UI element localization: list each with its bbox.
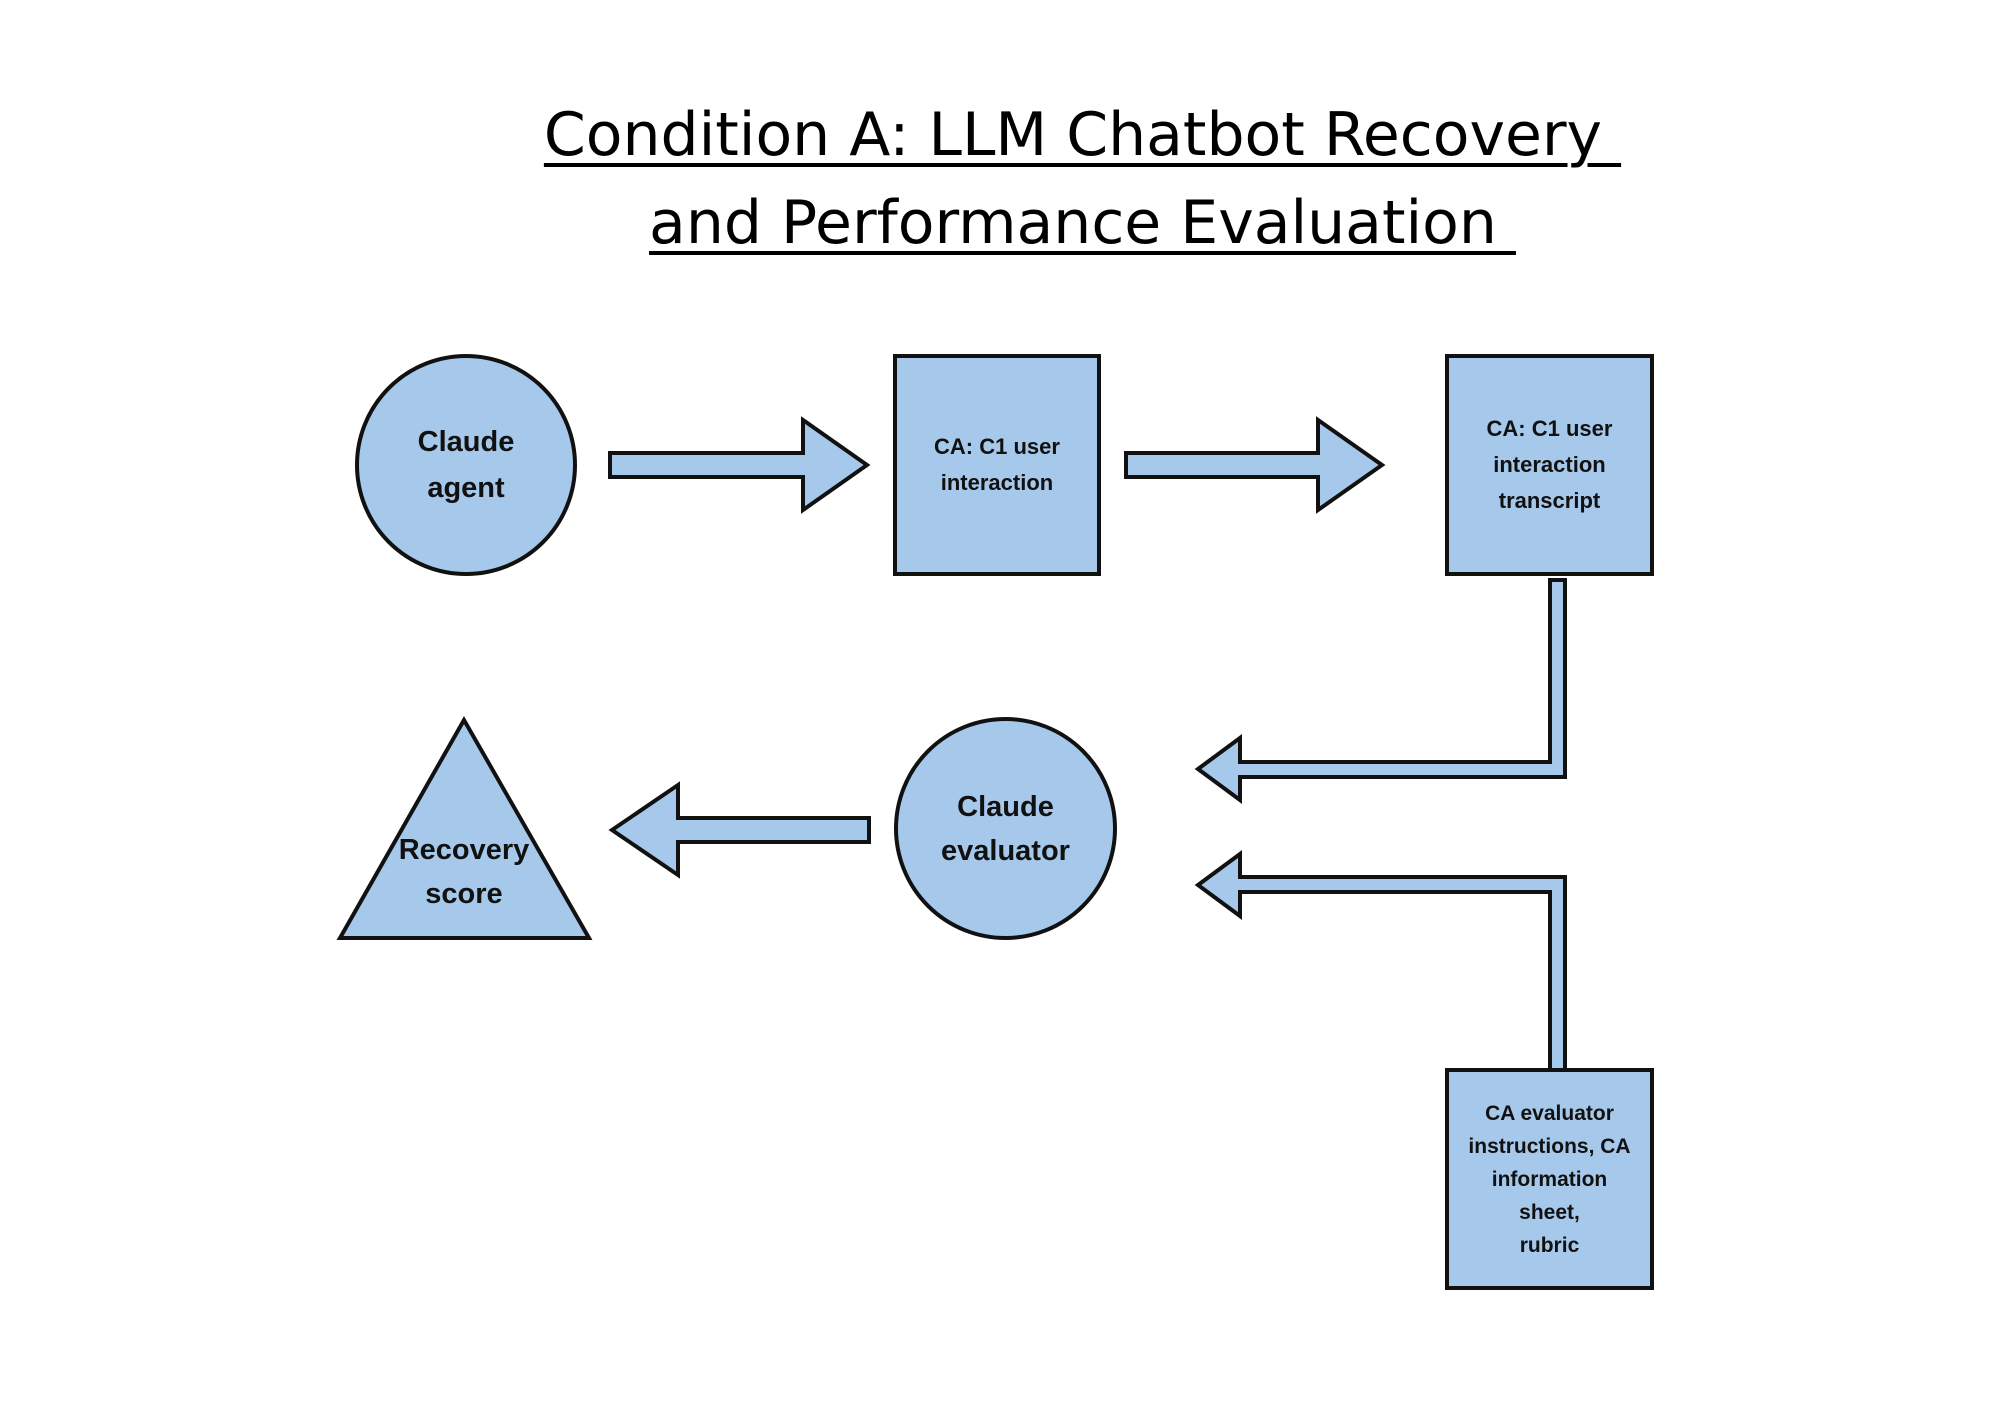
arrow-agent-to-interaction: [608, 416, 871, 514]
evaluator-inputs-node: CA evaluator instructions, CA informatio…: [1445, 1068, 1654, 1290]
evaluator-inputs-label: CA evaluator instructions, CA informatio…: [1468, 1101, 1631, 1257]
interaction-transcript-label: CA: C1 user interaction transcript: [1486, 416, 1613, 513]
arrow-evaluator-to-score: [608, 781, 871, 879]
arrow-transcript-to-evaluator: [1194, 578, 1567, 804]
recovery-score-label: Recovery score: [398, 834, 530, 910]
claude-evaluator-node: Claude evaluator: [894, 717, 1117, 940]
page-title-line-2: and Performance Evaluation: [649, 188, 1516, 258]
user-interaction-label: CA: C1 user interaction: [934, 434, 1060, 495]
claude-agent-label: Claude agent: [417, 426, 515, 504]
interaction-transcript-node: CA: C1 user interaction transcript: [1445, 354, 1654, 576]
page-title-line-1: Condition A: LLM Chatbot Recovery: [543, 100, 1622, 170]
arrow-inputs-to-evaluator: [1194, 850, 1567, 1072]
user-interaction-node: CA: C1 user interaction: [893, 354, 1101, 576]
arrow-interaction-to-transcript: [1124, 416, 1386, 514]
claude-agent-node: Claude agent: [355, 354, 577, 576]
claude-evaluator-label: Claude evaluator: [941, 790, 1070, 867]
